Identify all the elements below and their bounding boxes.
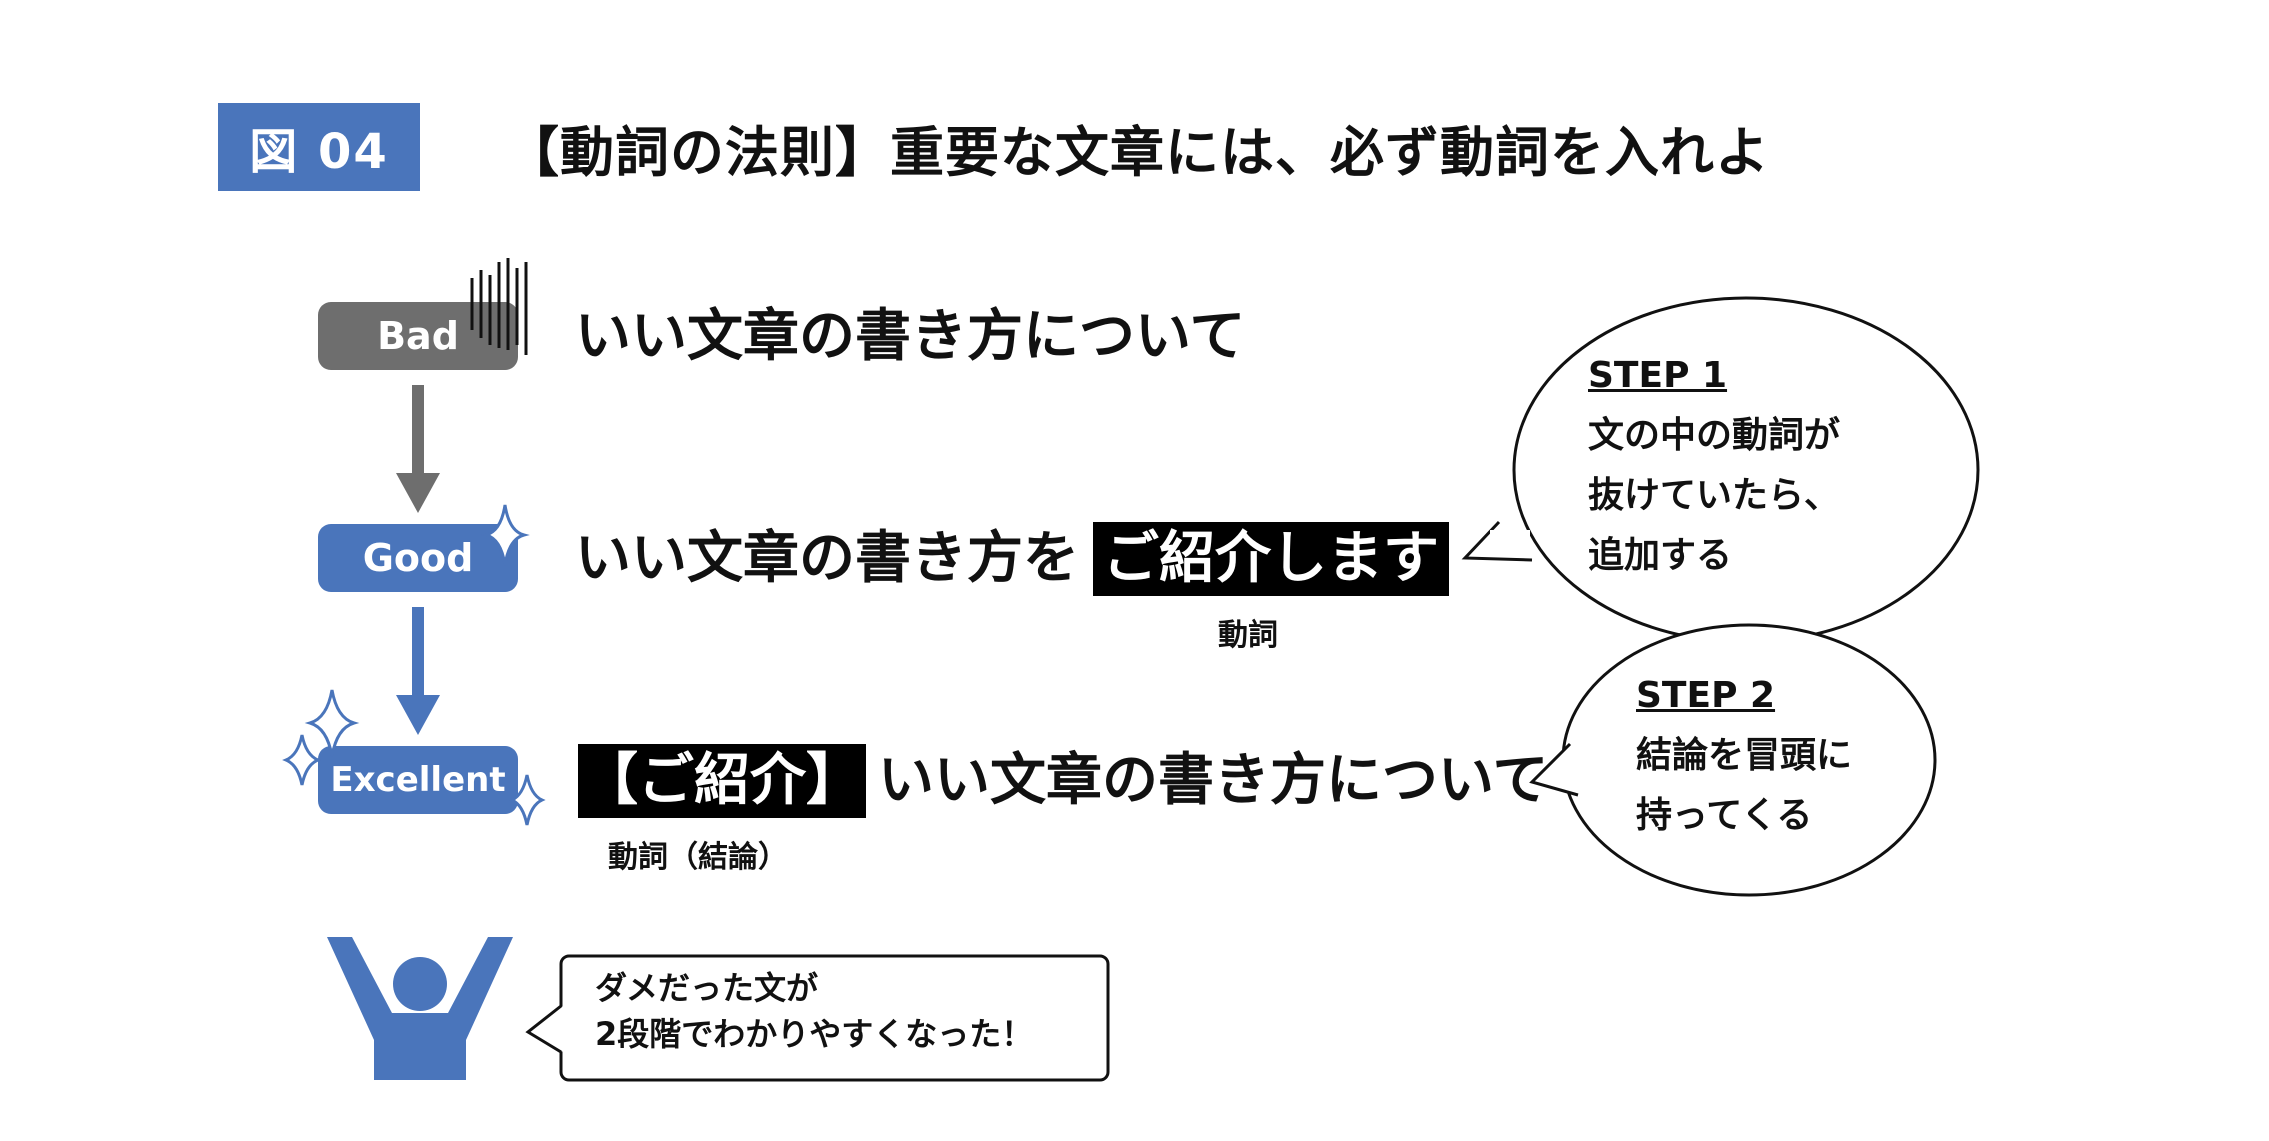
down-arrow-icon xyxy=(396,385,440,513)
step1-bubble-text: STEP 1 文の中の動詞が 抜けていたら、 追加する xyxy=(1588,346,1840,586)
step1-line: 抜けていたら、 xyxy=(1588,475,1841,516)
step2-line: 結論を冒頭に xyxy=(1636,735,1853,776)
level-bad-badge: Bad xyxy=(318,302,518,370)
step2-bubble-text: STEP 2 結論を冒頭に 持ってくる xyxy=(1636,666,1852,846)
step1-title: STEP 1 xyxy=(1588,355,1728,396)
speech-box-shape xyxy=(525,954,1110,1082)
figure-title: 【動詞の法則】重要な文章には、必ず動詞を入れよ xyxy=(505,121,1770,184)
excellent-verb-highlight: 【ご紹介】 xyxy=(578,744,866,818)
sparkle-icon xyxy=(282,734,322,786)
excellent-sentence: 【ご紹介】いい文章の書き方について xyxy=(578,744,1548,818)
speech-text: ダメだった文が 2段階でわかりやすくなった！ xyxy=(595,965,1033,1057)
step2-line: 持ってくる xyxy=(1636,795,1813,836)
step1-line: 文の中の動詞が xyxy=(1588,415,1841,456)
bad-sentence: いい文章の書き方について xyxy=(575,304,1246,369)
good-sentence: いい文章の書き方をご紹介します xyxy=(575,522,1449,596)
level-excellent-badge: Excellent xyxy=(318,746,518,814)
excellent-verb-note: 動詞（結論） xyxy=(608,840,788,875)
figure-label: 図 04 xyxy=(218,103,420,191)
speech-line: 2段階でわかりやすくなった！ xyxy=(595,1015,1034,1053)
excellent-sentence-suffix: いい文章の書き方について xyxy=(878,748,1549,813)
sparkle-icon xyxy=(508,774,546,826)
strike-lines-icon xyxy=(470,258,528,355)
step2-bubble-shape xyxy=(1529,623,1937,897)
sparkle-icon xyxy=(480,504,530,566)
step1-line: 追加する xyxy=(1588,535,1733,576)
good-verb-note: 動詞 xyxy=(1218,618,1278,653)
sparkle-icon xyxy=(304,689,360,757)
step1-bubble-shape xyxy=(1461,296,1980,644)
down-arrow-icon xyxy=(396,607,440,735)
level-good-badge: Good xyxy=(318,524,518,592)
good-sentence-prefix: いい文章の書き方を xyxy=(575,526,1079,591)
good-verb-highlight: ご紹介します xyxy=(1093,522,1449,596)
step2-title: STEP 2 xyxy=(1636,675,1776,716)
speech-line: ダメだった文が xyxy=(595,969,819,1007)
person-cheering-icon xyxy=(327,937,513,1080)
